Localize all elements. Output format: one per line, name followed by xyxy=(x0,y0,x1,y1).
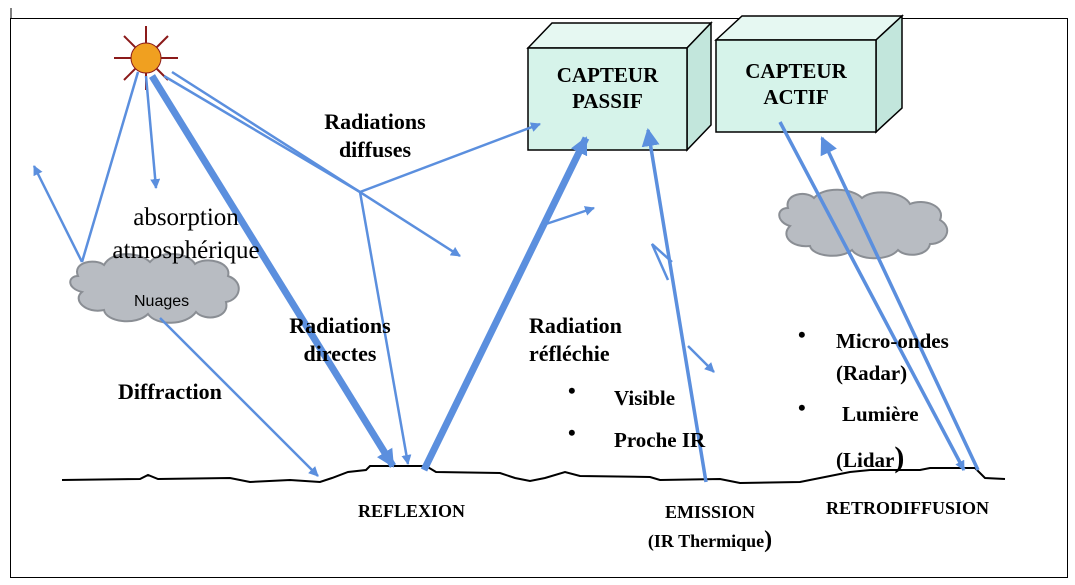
bullet-lumiere: • xyxy=(798,395,806,420)
diffraction-arrow xyxy=(159,317,319,477)
reflexion-label: REFLEXION xyxy=(358,501,466,521)
sun-ray-left xyxy=(80,71,140,263)
direct-radiation-arrow xyxy=(149,74,396,468)
ir-thermique-text: (IR Thermique xyxy=(647,531,765,552)
reflected-side-arrow xyxy=(539,206,595,228)
visible-label: Visible xyxy=(614,386,676,410)
lidar-label: (Lidar) xyxy=(836,443,904,473)
lumiere-label: Lumière xyxy=(842,402,919,426)
ir-thermique-line: (IR Thermique) xyxy=(640,524,780,556)
active-sensor-line1: CAPTEUR xyxy=(745,59,847,83)
absorption-line2: atmosphérique xyxy=(112,236,260,264)
radiation-reflechie-line1: Radiation xyxy=(529,313,622,338)
radiations-diffuses-line2: diffuses xyxy=(338,136,412,162)
radiations-directes-line1: Radiations xyxy=(289,313,391,338)
passive-sensor-box xyxy=(526,21,713,152)
ir-thermique-paren: ) xyxy=(764,527,773,554)
ground-line xyxy=(61,465,1006,485)
diffuse-to-sensor-arrow xyxy=(359,122,541,194)
active-sensor-line2: ACTIF xyxy=(763,85,829,110)
lidar-paren: ) xyxy=(894,441,905,474)
diffuse-scatter-arrow xyxy=(171,70,461,258)
radiation-arrows xyxy=(32,70,980,483)
emission-arrow xyxy=(641,128,708,483)
passive-sensor-line2: PASSIF xyxy=(572,89,643,114)
bullet-proche-ir: • xyxy=(568,420,576,445)
absorption-label: absorption atmosphérique xyxy=(106,202,266,267)
emission-scatter-down xyxy=(687,345,715,373)
absorption-arrow xyxy=(144,75,161,189)
active-beam-up xyxy=(820,136,980,471)
cloud-left xyxy=(69,253,240,324)
active-sensor-label: CAPTEUR ACTIF xyxy=(716,58,876,111)
scatter-up-arrow xyxy=(32,165,84,263)
radiations-diffuses-label: Radiations diffuses xyxy=(300,108,450,163)
diffuse-to-ground-arrow xyxy=(358,191,412,465)
radiations-diffuses-line1: Radiations xyxy=(324,109,426,134)
emission-label: EMISSION (IR Thermique) xyxy=(640,500,780,557)
bullet-visible: • xyxy=(568,378,576,403)
micro-ondes-label: Micro-ondes xyxy=(836,329,949,353)
absorption-line1: absorption xyxy=(133,204,239,231)
radar-label: (Radar) xyxy=(836,361,908,385)
radiation-reflechie-label: Radiation réfléchie xyxy=(529,312,622,367)
radiation-reflechie-line2: réfléchie xyxy=(529,340,610,366)
active-sensor-box xyxy=(714,14,904,134)
proche-ir-label: Proche IR xyxy=(614,428,706,452)
reflected-radiation-arrow xyxy=(420,136,590,472)
passive-sensor-line1: CAPTEUR xyxy=(556,63,659,87)
radiations-directes-line2: directes xyxy=(303,340,377,366)
passive-sensor-label: CAPTEUR PASSIF xyxy=(528,62,687,115)
active-beam-down xyxy=(778,121,966,471)
bullet-micro-ondes: • xyxy=(798,322,806,347)
emission-line1: EMISSION xyxy=(664,502,756,522)
diffraction-label: Diffraction xyxy=(118,379,222,404)
lidar-text: (Lidar xyxy=(836,448,895,472)
radiations-directes-label: Radiations directes xyxy=(270,312,410,367)
retrodiffusion-label: RETRODIFFUSION xyxy=(826,498,990,518)
emission-scatter-up xyxy=(650,243,673,281)
nuages-label: Nuages xyxy=(134,293,190,310)
sun-icon xyxy=(114,26,178,90)
